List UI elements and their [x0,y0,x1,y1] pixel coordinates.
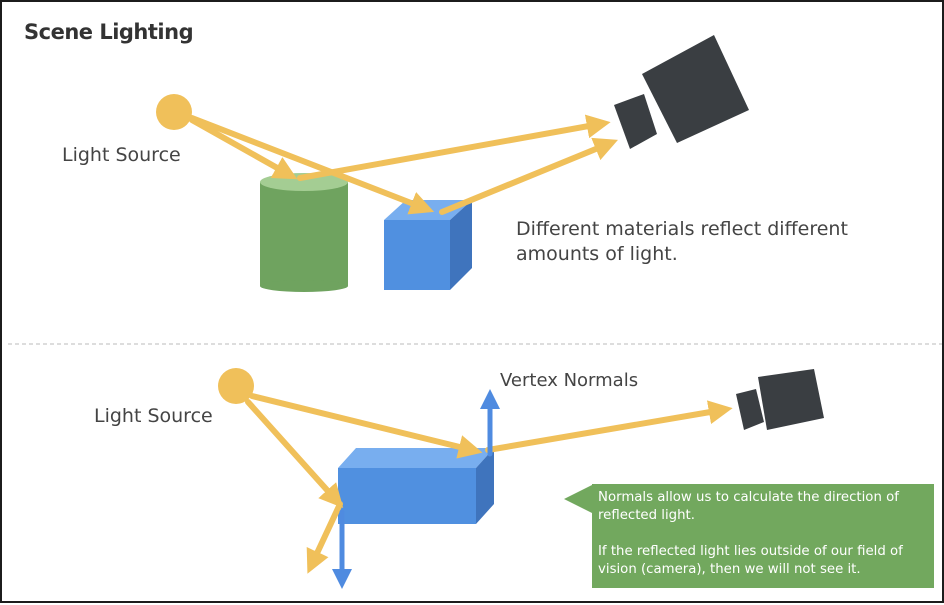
light-source-top [156,94,192,130]
callout-line-field-of-vision: If the reflected light lies outside of o… [598,544,903,577]
page-title: Scene Lighting [24,20,194,44]
callout-bubble [564,484,934,588]
camera-icon-bottom [736,369,824,430]
light-source-label-top: Light Source [62,144,181,166]
green-cylinder [260,173,348,292]
vertex-normals-label: Vertex Normals [500,370,639,391]
light-source-label-bottom: Light Source [94,405,213,427]
callout-line-normals: Normals allow us to calculate the direct… [598,490,899,523]
light-rays-top [189,114,618,215]
light-source-bottom [218,368,254,404]
materials-description: Different materials reflect different am… [516,218,848,265]
camera-icon-top [614,35,749,149]
blue-cube-top [384,200,472,290]
callout-text: Normals allow us to calculate the direct… [598,489,924,579]
light-rays-bottom [245,393,733,574]
blue-cube-bottom [338,448,494,524]
vertex-normal-arrows [332,389,500,589]
